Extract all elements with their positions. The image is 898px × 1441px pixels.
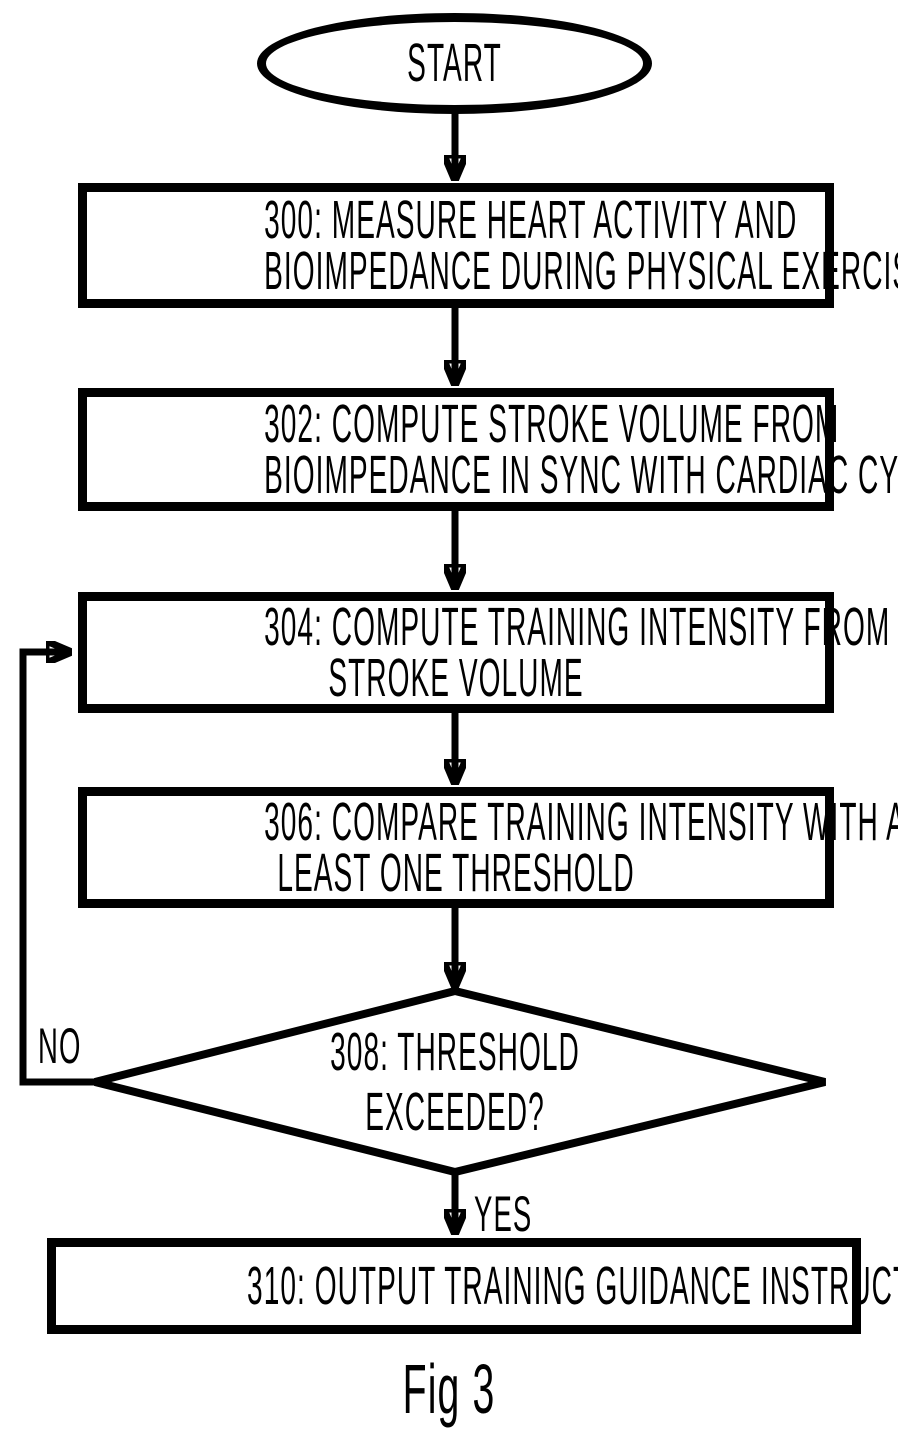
process-node-304: 304: COMPUTE TRAINING INTENSITY FROM STR… [78, 592, 834, 713]
node-line: 306: COMPARE TRAINING INTENSITY WITH AT [264, 797, 648, 848]
start-node: START [257, 13, 652, 114]
node-line: STROKE VOLUME [264, 653, 648, 704]
process-node-306: 306: COMPARE TRAINING INTENSITY WITH AT … [78, 787, 834, 908]
node-line: LEAST ONE THRESHOLD [264, 848, 648, 899]
process-node-302: 302: COMPUTE STROKE VOLUME FROM BIOIMPED… [78, 388, 834, 511]
node-line: 308: THRESHOLD [299, 1022, 611, 1082]
node-line: EXCEEDED? [299, 1082, 611, 1142]
node-line: 302: COMPUTE STROKE VOLUME FROM [264, 399, 648, 450]
process-node-300: 300: MEASURE HEART ACTIVITY AND BIOIMPED… [78, 183, 834, 308]
figure-caption: Fig 3 [198, 1352, 701, 1426]
node-line: 300: MEASURE HEART ACTIVITY AND [264, 195, 648, 246]
node-line: BIOIMPEDANCE IN SYNC WITH CARDIAC CYCLE [264, 450, 648, 501]
process-node-310: 310: OUTPUT TRAINING GUIDANCE INSTRUCTIO… [47, 1238, 861, 1334]
decision-node-308: 308: THRESHOLD EXCEEDED? [155, 1018, 755, 1146]
branch-label-no: NO [38, 1024, 81, 1068]
node-line: 310: OUTPUT TRAINING GUIDANCE INSTRUCTIO… [247, 1261, 661, 1312]
branch-label-yes: YES [474, 1192, 532, 1236]
node-line: 304: COMPUTE TRAINING INTENSITY FROM [264, 602, 648, 653]
start-label: START [356, 38, 552, 89]
node-line: BIOIMPEDANCE DURING PHYSICAL EXERCISE [264, 246, 648, 297]
